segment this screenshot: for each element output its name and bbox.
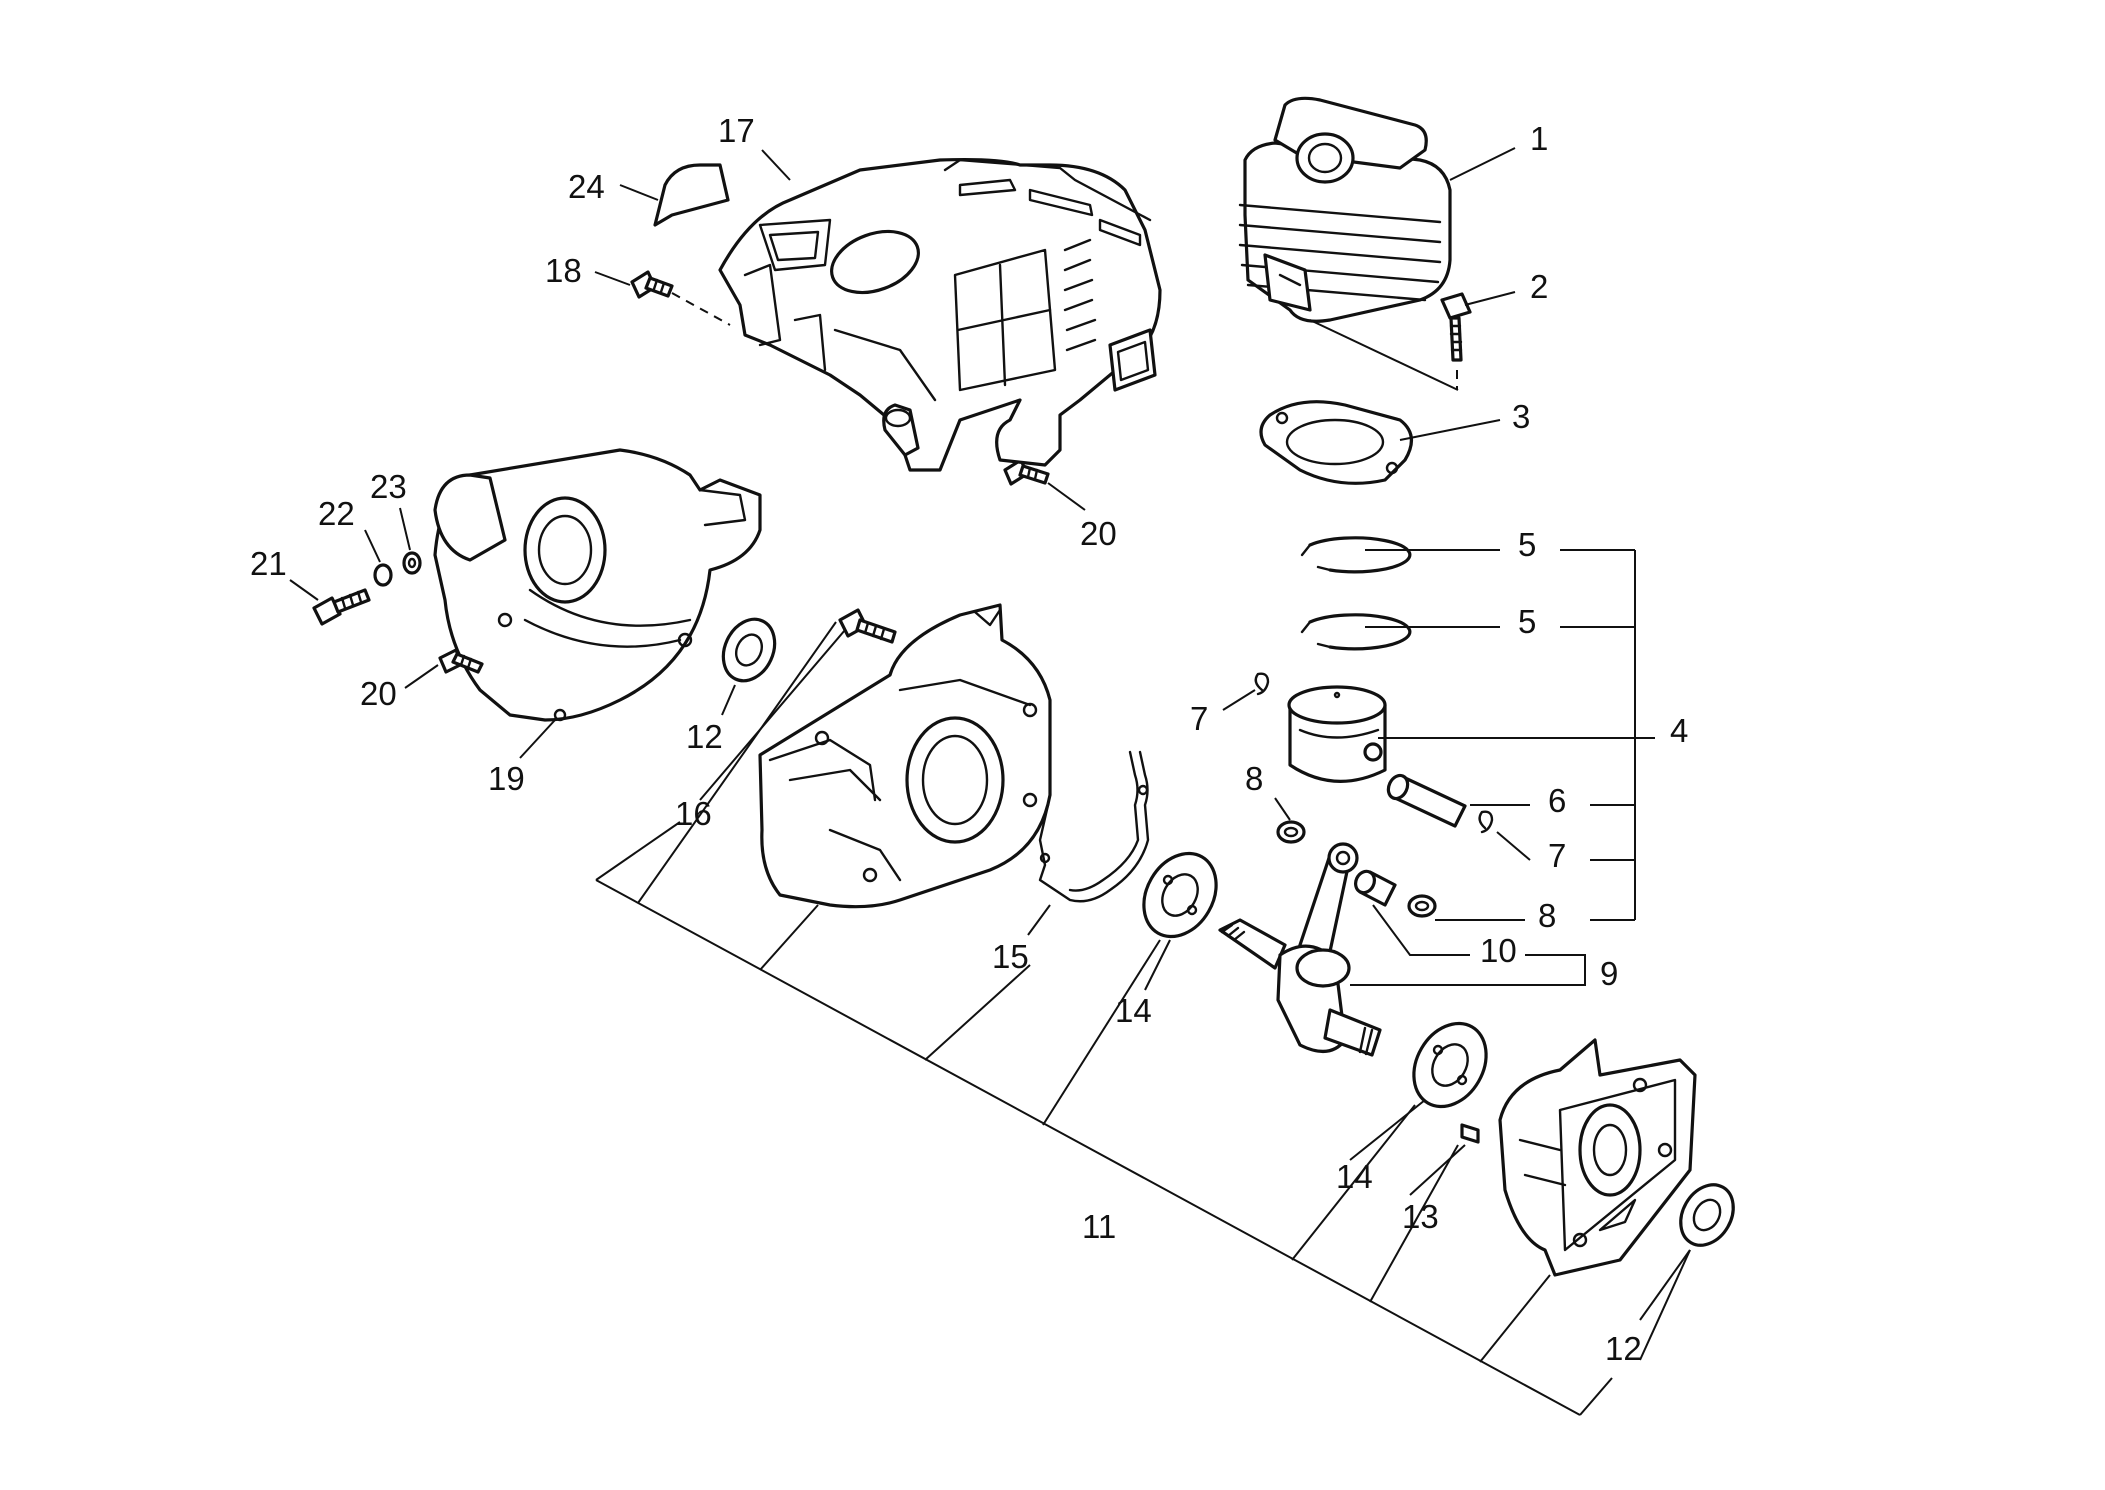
washer-left-part (1276, 820, 1306, 844)
leader-lines (289, 147, 1691, 1416)
piston-pin-part (1386, 773, 1467, 828)
fan-housing-part (433, 448, 762, 722)
callout-17: 17 (718, 112, 755, 149)
main-bearing-left-part (1142, 851, 1218, 939)
piston-ring-upper-part (1300, 536, 1412, 574)
needle-bearing-part (1354, 869, 1397, 907)
main-bearing-right-part (1412, 1021, 1488, 1109)
warning-label-part (653, 163, 730, 227)
callout-labels: 1 2 3 4 5 5 6 7 7 8 8 9 10 11 12 12 13 1… (250, 112, 1688, 1367)
callout-4: 4 (1670, 712, 1688, 749)
callout-3: 3 (1512, 398, 1530, 435)
callout-14-left: 14 (1115, 992, 1152, 1029)
cylinder-part (1238, 96, 1452, 323)
oil-seal-right-part (1679, 1183, 1735, 1247)
callout-6: 6 (1548, 782, 1566, 819)
crankcase-bolt-part (838, 608, 897, 644)
cylinder-gasket-part (1259, 400, 1413, 485)
washer-right-part (1407, 894, 1437, 918)
callout-18: 18 (545, 252, 582, 289)
engine-cover-part (718, 157, 1162, 472)
callout-20-lower: 20 (360, 675, 397, 712)
pin-clip-right-part (1478, 810, 1494, 834)
callout-13: 13 (1402, 1198, 1439, 1235)
crankshaft-part (1218, 842, 1382, 1057)
callout-2: 2 (1530, 268, 1548, 305)
callout-22: 22 (318, 495, 355, 532)
callout-5-upper: 5 (1518, 526, 1536, 563)
housing-bolt-part (312, 588, 371, 626)
callout-23: 23 (370, 468, 407, 505)
callout-20-upper: 20 (1080, 515, 1117, 552)
flat-washer-part (402, 551, 422, 575)
cover-screw-part (1003, 458, 1050, 486)
cylinder-bolt-part (1440, 292, 1472, 362)
piston-part (1287, 685, 1387, 783)
callout-8-left: 8 (1245, 760, 1263, 797)
pin-clip-left-part (1254, 672, 1270, 696)
callout-16: 16 (675, 795, 712, 832)
callout-8-right: 8 (1538, 897, 1556, 934)
callout-24: 24 (568, 168, 605, 205)
callout-11: 11 (1082, 1208, 1116, 1245)
oil-seal-left-part (721, 617, 777, 683)
callout-1: 1 (1530, 120, 1548, 157)
callout-7-left: 7 (1190, 700, 1208, 737)
piston-ring-lower-part (1300, 613, 1412, 651)
crankcase-left-part (758, 603, 1052, 909)
crankcase-gasket-part (1038, 750, 1150, 903)
callout-21: 21 (250, 545, 287, 582)
shroud-screw-part (630, 270, 674, 299)
housing-screw-part (438, 648, 484, 674)
callout-5-lower: 5 (1518, 603, 1536, 640)
callout-15: 15 (992, 938, 1029, 975)
spring-washer-part (373, 563, 393, 587)
callout-7-right: 7 (1548, 837, 1566, 874)
callout-9: 9 (1600, 955, 1618, 992)
callout-12-left: 12 (686, 718, 723, 755)
crankcase-right-part (1498, 1038, 1697, 1277)
callout-19: 19 (488, 760, 525, 797)
callout-10: 10 (1480, 932, 1517, 969)
dowel-pin-part (1460, 1123, 1480, 1144)
callout-12-right: 12 (1605, 1330, 1642, 1367)
callout-14-right: 14 (1336, 1158, 1373, 1195)
